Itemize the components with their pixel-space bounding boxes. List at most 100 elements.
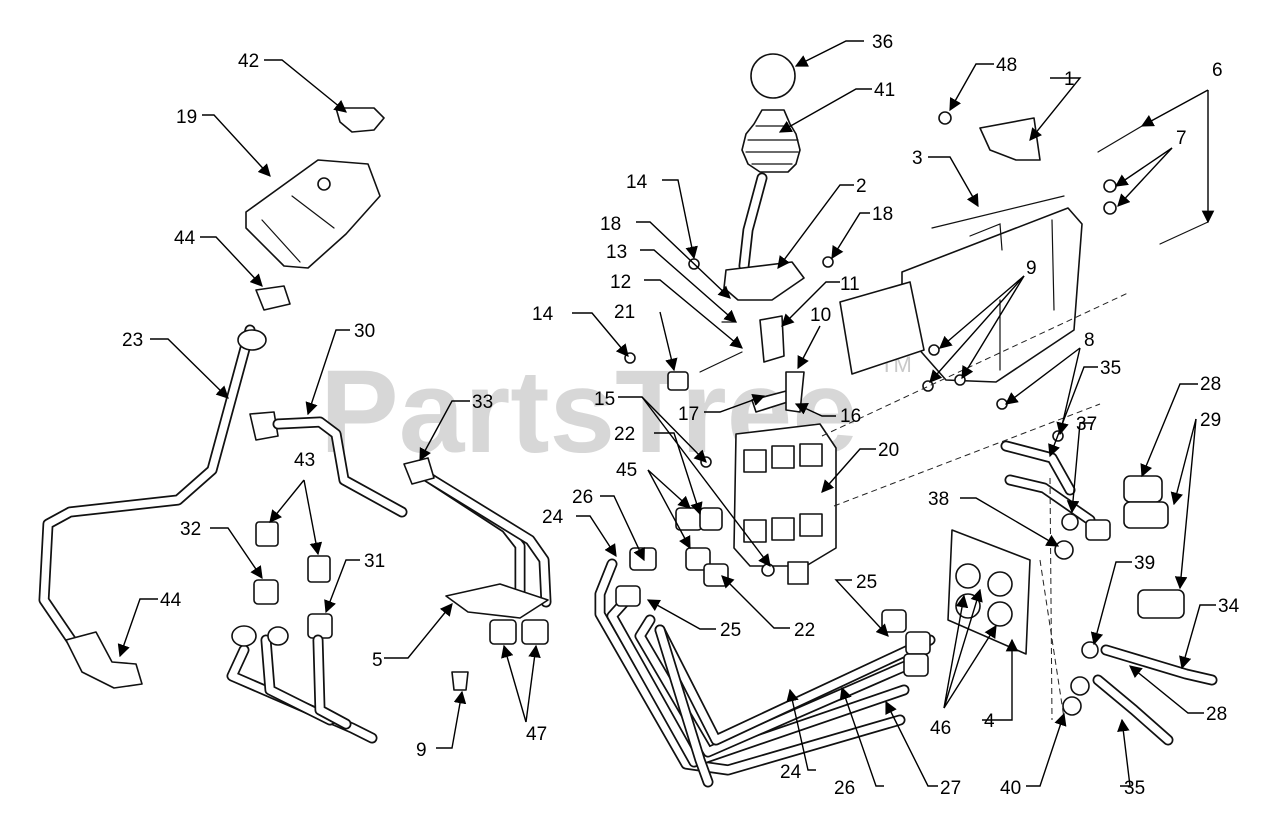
callout-7: 7 [1176, 128, 1187, 149]
leader-46b [943, 588, 983, 709]
callout-26-upper: 26 [572, 487, 593, 508]
leader-45a [647, 469, 691, 509]
leader-19 [202, 114, 271, 177]
leader-46a [943, 594, 969, 709]
callout-39: 39 [1134, 553, 1155, 574]
callout-44-upper: 44 [174, 228, 196, 249]
callout-9-upper: 9 [1026, 258, 1037, 279]
part-28-29-couplers [1085, 475, 1185, 619]
leader-29a [1170, 418, 1197, 506]
callout-29: 29 [1200, 410, 1221, 431]
callout-41: 41 [874, 80, 895, 101]
callout-35-upper: 35 [1100, 358, 1121, 379]
callout-28-lower: 28 [1206, 704, 1227, 725]
leader-23 [150, 338, 229, 399]
leader-24a [576, 515, 617, 558]
callout-35-lower: 35 [1124, 778, 1145, 799]
leader-46c [943, 624, 997, 709]
leader-31 [324, 559, 360, 614]
callout-46: 46 [930, 718, 951, 739]
parts-artwork [38, 53, 1218, 788]
hoses-lower-left [226, 625, 378, 744]
part-7-nut-a [1103, 179, 1117, 193]
callout-23: 23 [122, 330, 143, 351]
part-20-control-valve [733, 423, 837, 585]
leader-17 [704, 393, 766, 413]
callout-1: 1 [1064, 69, 1075, 90]
part-47-fittings [489, 619, 549, 645]
leader-16 [794, 403, 836, 417]
leader-26b [839, 686, 884, 787]
callout-45: 45 [616, 460, 637, 481]
callout-42: 42 [238, 51, 259, 72]
leader-12 [644, 279, 743, 349]
leader-13 [640, 249, 737, 323]
leader-10 [797, 325, 821, 370]
leader-14b [572, 312, 629, 357]
callout-44-lower: 44 [160, 590, 182, 611]
callout-31: 31 [364, 551, 385, 572]
callout-27: 27 [940, 778, 961, 799]
callout-18-right: 18 [872, 204, 893, 225]
part-19-pump [245, 159, 381, 269]
leader-44a [200, 236, 263, 287]
callout-37: 37 [1076, 414, 1097, 435]
leader-9d [436, 690, 467, 749]
leader-27 [885, 700, 938, 787]
part-36-knob [750, 53, 796, 99]
callout-30: 30 [354, 321, 375, 342]
part-43-fittings [255, 521, 331, 583]
leader-44b [117, 598, 158, 658]
part-38-oring [1054, 540, 1074, 560]
callout-24-lower: 24 [780, 762, 802, 783]
leader-9b [929, 275, 1025, 383]
part-41-boot [741, 109, 801, 173]
leader-35b [1117, 718, 1131, 787]
leader-4 [982, 638, 1019, 721]
callout-3: 3 [912, 148, 923, 169]
part-11-block [759, 315, 785, 363]
leader-3 [928, 156, 979, 208]
callout-17: 17 [678, 404, 699, 425]
part-42-fitting [335, 107, 385, 133]
leader-18b [831, 212, 870, 260]
hose-23 [38, 324, 256, 656]
callout-34: 34 [1218, 596, 1240, 617]
callout-12: 12 [610, 272, 631, 293]
callout-8: 8 [1084, 330, 1095, 351]
leader-42 [264, 59, 347, 113]
callout-14-upper: 14 [626, 172, 648, 193]
leader-8a [1004, 347, 1081, 405]
leader-21 [659, 311, 678, 372]
callout-13: 13 [606, 242, 627, 263]
leader-22a [654, 432, 703, 516]
small-hardware [624, 111, 1064, 442]
part-35-hose-lower [1062, 641, 1218, 746]
part-32-fitting [253, 579, 279, 605]
leader-43a [269, 479, 305, 523]
leader-2 [777, 184, 854, 270]
part-6-bolts [1097, 125, 1209, 245]
leader-18a [636, 221, 731, 299]
part-7-nut-b [1103, 201, 1117, 215]
part-4-plate [947, 529, 1031, 655]
leader-40 [1026, 712, 1067, 787]
callout-11: 11 [840, 274, 860, 295]
leader-25b [834, 579, 889, 637]
leader-43b [303, 479, 323, 556]
leader-45b [647, 469, 691, 550]
leader-1 [1029, 77, 1082, 141]
part-1-bracket [979, 117, 1041, 161]
leader-37 [1066, 422, 1092, 514]
assembly-lines [821, 291, 1131, 721]
leader-9a [939, 275, 1025, 349]
leader-47b [525, 644, 541, 723]
leader-9c [961, 275, 1025, 380]
part-37-fitting [1061, 513, 1079, 531]
callout-21: 21 [614, 302, 635, 323]
callout-26-lower: 26 [834, 778, 855, 799]
callout-48: 48 [996, 55, 1017, 76]
leader-26a [600, 495, 645, 562]
